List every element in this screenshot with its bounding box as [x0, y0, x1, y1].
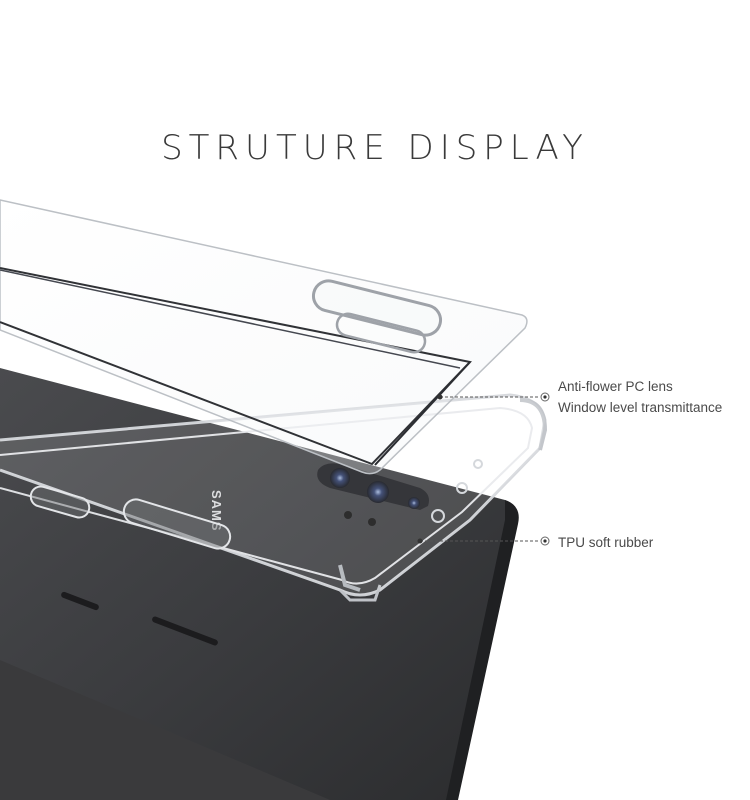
annotation-leaders — [417, 392, 550, 546]
annotation-pc-lens-line2: Window level transmittance — [558, 400, 723, 415]
camera-module — [317, 463, 429, 526]
annotation-tpu: TPU soft rubber — [558, 532, 653, 553]
annotation-pc-lens: Anti-flower PC lens Window level transmi… — [558, 376, 722, 418]
brand-logo: SAMS — [209, 490, 224, 532]
bumper-buttons — [29, 459, 483, 592]
annotation-tpu-line1: TPU soft rubber — [558, 535, 654, 550]
pc-back-panel — [0, 199, 528, 475]
page-title: STRUTURE DISPLAY — [161, 128, 589, 168]
tpu-bumper — [0, 393, 548, 602]
phone-body — [0, 368, 519, 800]
annotation-pc-lens-line1: Anti-flower PC lens — [558, 379, 673, 394]
bumper-fill — [0, 395, 545, 595]
